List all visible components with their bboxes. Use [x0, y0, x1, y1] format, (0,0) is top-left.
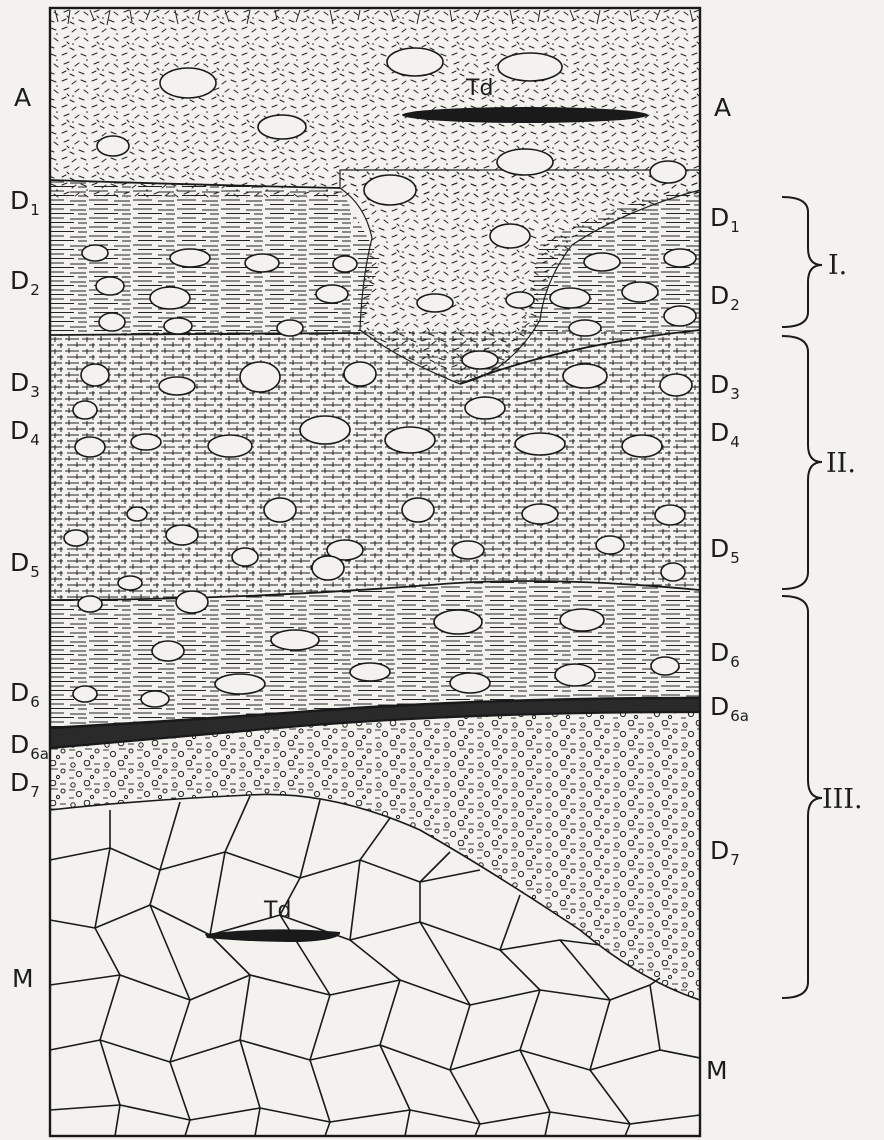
label-right-D6a: D6a: [710, 694, 749, 724]
label-right-D2: D2: [710, 283, 740, 313]
group-braces: [782, 197, 822, 998]
label-right-D3: D3: [710, 372, 740, 402]
label-right-D1: D1: [710, 205, 740, 235]
label-left-D5: D5: [10, 550, 40, 580]
label-right-D5: D5: [710, 536, 740, 566]
label-left-D6: D6: [10, 680, 40, 710]
label-left-D3: D3: [10, 370, 40, 400]
label-right-D6: D6: [710, 640, 740, 670]
label-right-D7: D7: [710, 838, 740, 868]
label-group-III: III.: [822, 786, 863, 813]
label-group-I: I.: [828, 252, 847, 279]
label-right-D4: D4: [710, 420, 740, 450]
label-left-D6a: D6a: [10, 732, 49, 762]
label-left-D4: D4: [10, 418, 40, 448]
label-find-upper: Td: [466, 78, 493, 100]
label-right-A: A: [714, 95, 731, 120]
label-left-D2: D2: [10, 268, 40, 298]
label-left-D1: D1: [10, 188, 40, 218]
label-left-M: M: [12, 966, 34, 991]
label-group-II: II.: [826, 450, 856, 477]
label-left-A: A: [14, 85, 31, 110]
label-find-lower: Td: [264, 900, 291, 922]
label-left-D7: D7: [10, 770, 40, 800]
label-right-M: M: [706, 1058, 728, 1083]
